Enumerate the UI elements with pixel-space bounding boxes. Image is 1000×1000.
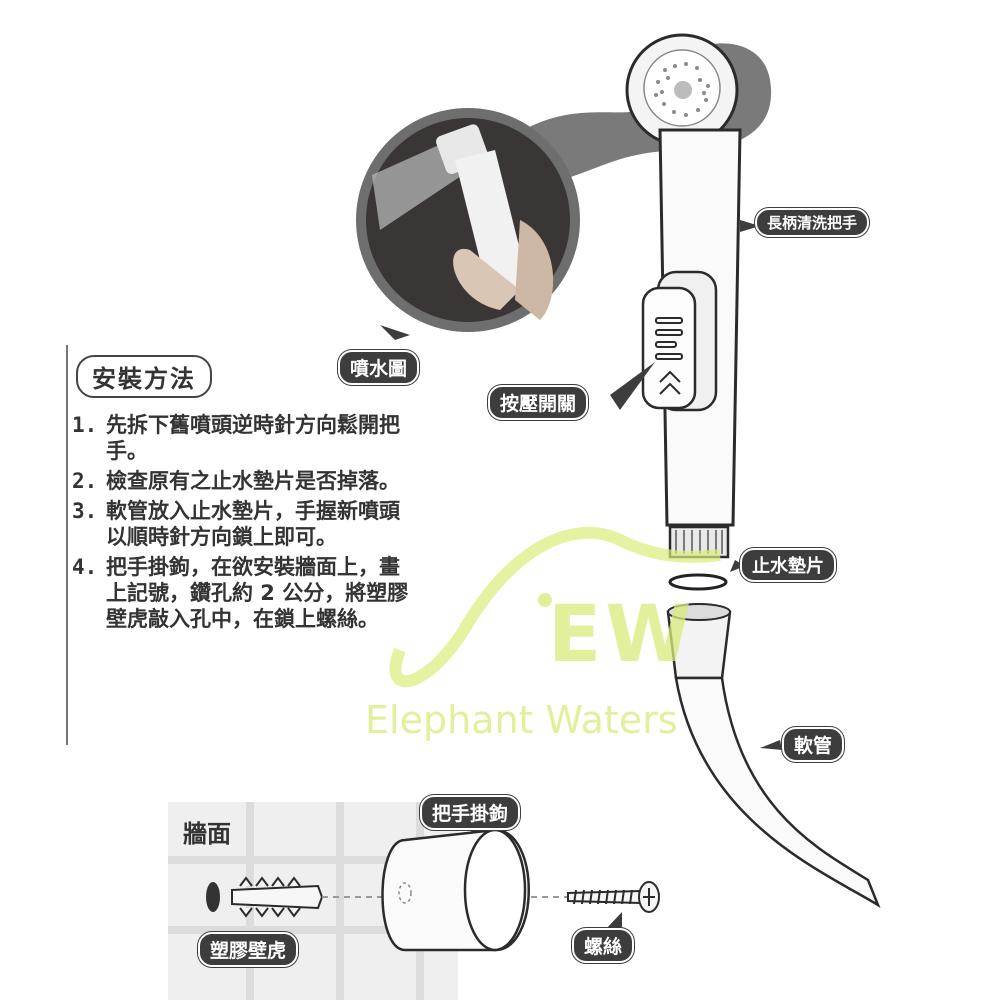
step-number: 1. [72, 413, 98, 437]
step-number: 2. [72, 469, 98, 493]
label-washer: 止水墊片 [740, 548, 836, 582]
label-press-switch: 按壓開關 [488, 385, 589, 420]
plastic-anchor [231, 876, 324, 918]
watermark-swoosh [389, 526, 721, 688]
label-hose: 軟管 [782, 727, 845, 762]
washer-ring [668, 573, 728, 591]
step-number: 4. [72, 555, 98, 579]
step-text: 先拆下舊噴頭逆時針方向鬆開把手。 [106, 413, 400, 463]
wall-hole [206, 882, 220, 912]
instructions-panel: 安裝方法 1. 先拆下舊噴頭逆時針方向鬆開把手。 2. 檢查原有之止水墊片是否掉… [72, 355, 412, 636]
instructions-list: 1. 先拆下舊噴頭逆時針方向鬆開把手。 2. 檢查原有之止水墊片是否掉落。 3.… [72, 412, 412, 632]
watermark-brand: Elephant Waters [365, 698, 678, 742]
step-text: 檢查原有之止水墊片是否掉落。 [106, 469, 400, 493]
label-anchor: 塑膠壁虎 [198, 932, 299, 967]
step-text: 軟管放入止水墊片，手握新噴頭以順時針方向鎖上即可。 [106, 499, 400, 549]
step-text: 把手掛鉤，在欲安裝牆面上，畫上記號，鑽孔約 2 公分，將塑膠壁虎敲入孔中，在鎖上… [106, 555, 409, 631]
label-handle: 長柄清洗把手 [755, 208, 870, 237]
screw [567, 881, 660, 913]
hose-tube [674, 676, 881, 908]
instruction-step: 1. 先拆下舊噴頭逆時針方向鬆開把手。 [72, 412, 412, 464]
label-spray-view: 噴水圖 [338, 350, 420, 385]
watermark-monogram: EW [548, 590, 696, 680]
step-number: 3. [72, 499, 98, 523]
instruction-step: 2. 檢查原有之止水墊片是否掉落。 [72, 468, 412, 494]
label-hook: 把手掛鉤 [420, 795, 521, 830]
instruction-step: 3. 軟管放入止水墊片，手握新噴頭以順時針方向鎖上即可。 [72, 498, 412, 550]
label-wall: 牆面 [183, 820, 231, 848]
instruction-step: 4. 把手掛鉤，在欲安裝牆面上，畫上記號，鑽孔約 2 公分，將塑膠壁虎敲入孔中，… [72, 554, 412, 632]
instructions-rule [66, 345, 68, 745]
label-screw: 螺絲 [572, 928, 635, 963]
instructions-title: 安裝方法 [76, 355, 212, 398]
nozzle-holes [654, 62, 710, 117]
